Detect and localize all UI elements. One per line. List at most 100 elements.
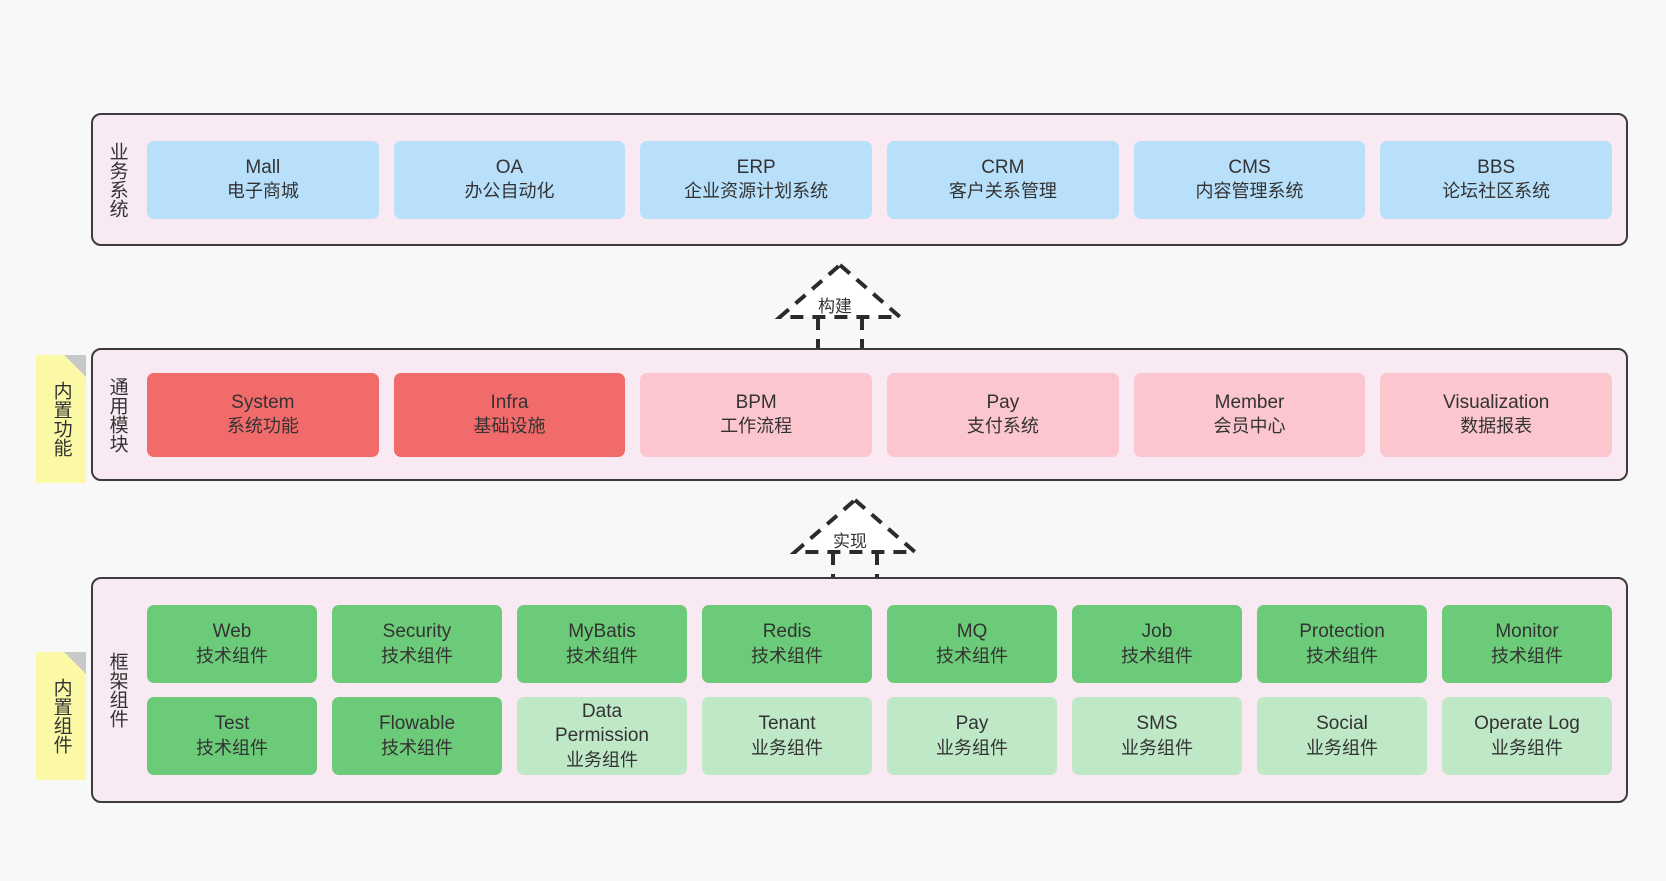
- card-mall[interactable]: Mall 电子商城: [147, 140, 379, 219]
- card-pay-component[interactable]: Pay 业务组件: [887, 697, 1057, 775]
- card-title: Job: [1141, 621, 1173, 643]
- note-label: 内置组件: [50, 678, 72, 754]
- card-subtitle: 技术组件: [196, 645, 268, 666]
- card-title: System: [231, 391, 295, 413]
- card-subtitle: 技术组件: [1491, 645, 1563, 666]
- card-title: Test: [214, 713, 250, 735]
- card-subtitle: 电子商城: [226, 181, 299, 202]
- card-subtitle: 技术组件: [196, 737, 268, 758]
- layer-body-business-systems: Mall 电子商城 OA 办公自动化 ERP 企业资源计划系统 CRM 客户关系…: [141, 115, 1626, 244]
- card-subtitle: 客户关系管理: [948, 181, 1057, 202]
- card-subtitle: 系统功能: [226, 416, 299, 437]
- card-crm[interactable]: CRM 客户关系管理: [887, 140, 1119, 219]
- card-row-tech: Web 技术组件 Security 技术组件 MyBatis 技术组件 Redi…: [147, 605, 1612, 683]
- card-title: MyBatis: [568, 621, 636, 643]
- card-protection[interactable]: Protection 技术组件: [1257, 605, 1427, 683]
- card-web[interactable]: Web 技术组件: [147, 605, 317, 683]
- card-title: Infra: [490, 391, 529, 413]
- card-subtitle: 业务组件: [936, 737, 1008, 758]
- card-title: Flowable: [378, 713, 456, 735]
- card-title: Mall: [245, 156, 281, 178]
- card-title: Social: [1316, 713, 1368, 735]
- card-title: Tenant: [758, 713, 816, 735]
- card-title: Monitor: [1495, 621, 1559, 643]
- card-tenant[interactable]: Tenant 业务组件: [702, 697, 872, 775]
- card-title: Operate Log: [1474, 713, 1580, 735]
- note-builtin-function: 内置功能: [36, 355, 86, 483]
- card-title: Protection: [1299, 621, 1385, 643]
- card-bpm[interactable]: BPM 工作流程: [640, 372, 873, 457]
- card-row: System 系统功能 Infra 基础设施 BPM 工作流程 Pay 支付系统…: [147, 372, 1613, 457]
- card-visualization[interactable]: Visualization 数据报表: [1380, 372, 1613, 457]
- card-infra[interactable]: Infra 基础设施: [393, 372, 626, 457]
- connector-build-label: 构建: [818, 297, 852, 316]
- card-subtitle: 会员中心: [1213, 416, 1286, 437]
- card-title: BPM: [735, 391, 777, 413]
- layer-title-common-modules: 通用模块: [106, 376, 128, 453]
- card-title: Redis: [762, 621, 812, 643]
- card-title: Member: [1214, 391, 1285, 413]
- card-subtitle: 技术组件: [1306, 645, 1378, 666]
- note-fold-corner-icon: [64, 652, 86, 674]
- card-subtitle: 技术组件: [381, 645, 453, 666]
- card-pay[interactable]: Pay 支付系统: [887, 372, 1119, 457]
- card-title: Pay: [955, 713, 989, 735]
- layer-framework-components: 框架组件 Web 技术组件 Security 技术组件 MyBatis 技术组件…: [91, 577, 1628, 803]
- card-system[interactable]: System 系统功能: [147, 372, 379, 457]
- card-title: Visualization: [1443, 391, 1550, 413]
- card-subtitle: 办公自动化: [464, 181, 555, 202]
- card-title: CRM: [981, 156, 1025, 178]
- card-mybatis[interactable]: MyBatis 技术组件: [517, 605, 687, 683]
- card-sms[interactable]: SMS 业务组件: [1072, 697, 1242, 775]
- card-title: OA: [495, 156, 524, 178]
- card-subtitle: 业务组件: [566, 749, 638, 770]
- card-subtitle: 业务组件: [1306, 737, 1378, 758]
- card-social[interactable]: Social 业务组件: [1257, 697, 1427, 775]
- card-flowable[interactable]: Flowable 技术组件: [332, 697, 502, 775]
- card-operate-log[interactable]: Operate Log 业务组件: [1442, 697, 1612, 775]
- card-redis[interactable]: Redis 技术组件: [702, 605, 872, 683]
- layer-body-framework-components: Web 技术组件 Security 技术组件 MyBatis 技术组件 Redi…: [141, 579, 1626, 801]
- card-mq[interactable]: MQ 技术组件: [887, 605, 1057, 683]
- card-title: SMS: [1136, 713, 1178, 735]
- card-erp[interactable]: ERP 企业资源计划系统: [640, 140, 873, 219]
- note-label: 内置功能: [50, 381, 72, 457]
- card-test[interactable]: Test 技术组件: [147, 697, 317, 775]
- card-subtitle: 技术组件: [936, 645, 1008, 666]
- card-title: MQ: [956, 621, 988, 643]
- card-subtitle: 技术组件: [566, 645, 638, 666]
- card-subtitle: 数据报表: [1460, 416, 1533, 437]
- card-security[interactable]: Security 技术组件: [332, 605, 502, 683]
- layer-title-framework-components: 框架组件: [106, 652, 128, 728]
- card-job[interactable]: Job 技术组件: [1072, 605, 1242, 683]
- card-subtitle: 支付系统: [966, 416, 1039, 437]
- card-title: Data Permission: [555, 701, 649, 747]
- card-subtitle: 业务组件: [1121, 737, 1193, 758]
- note-builtin-component: 内置组件: [36, 652, 86, 780]
- card-cms[interactable]: CMS 内容管理系统: [1133, 140, 1366, 219]
- card-member[interactable]: Member 会员中心: [1133, 372, 1366, 457]
- card-title: Security: [382, 621, 452, 643]
- card-oa[interactable]: OA 办公自动化: [393, 140, 626, 219]
- card-subtitle: 基础设施: [473, 416, 546, 437]
- card-subtitle: 工作流程: [720, 416, 793, 437]
- card-subtitle: 论坛社区系统: [1442, 181, 1551, 202]
- card-subtitle: 业务组件: [1491, 737, 1563, 758]
- card-subtitle: 企业资源计划系统: [684, 181, 829, 202]
- layer-body-common-modules: System 系统功能 Infra 基础设施 BPM 工作流程 Pay 支付系统…: [141, 350, 1626, 479]
- card-title: Pay: [986, 391, 1020, 413]
- card-subtitle: 技术组件: [1121, 645, 1193, 666]
- card-row: Mall 电子商城 OA 办公自动化 ERP 企业资源计划系统 CRM 客户关系…: [147, 140, 1613, 219]
- card-monitor[interactable]: Monitor 技术组件: [1442, 605, 1612, 683]
- note-fold-corner-icon: [64, 355, 86, 377]
- card-bbs[interactable]: BBS 论坛社区系统: [1380, 140, 1613, 219]
- card-data-permission[interactable]: Data Permission 业务组件: [517, 697, 687, 775]
- card-title: CMS: [1228, 156, 1271, 178]
- connector-implement-label: 实现: [833, 532, 867, 551]
- card-title: ERP: [736, 156, 776, 178]
- card-title: Web: [212, 621, 252, 643]
- card-subtitle: 技术组件: [751, 645, 823, 666]
- card-subtitle: 内容管理系统: [1195, 181, 1304, 202]
- card-title: BBS: [1477, 156, 1516, 178]
